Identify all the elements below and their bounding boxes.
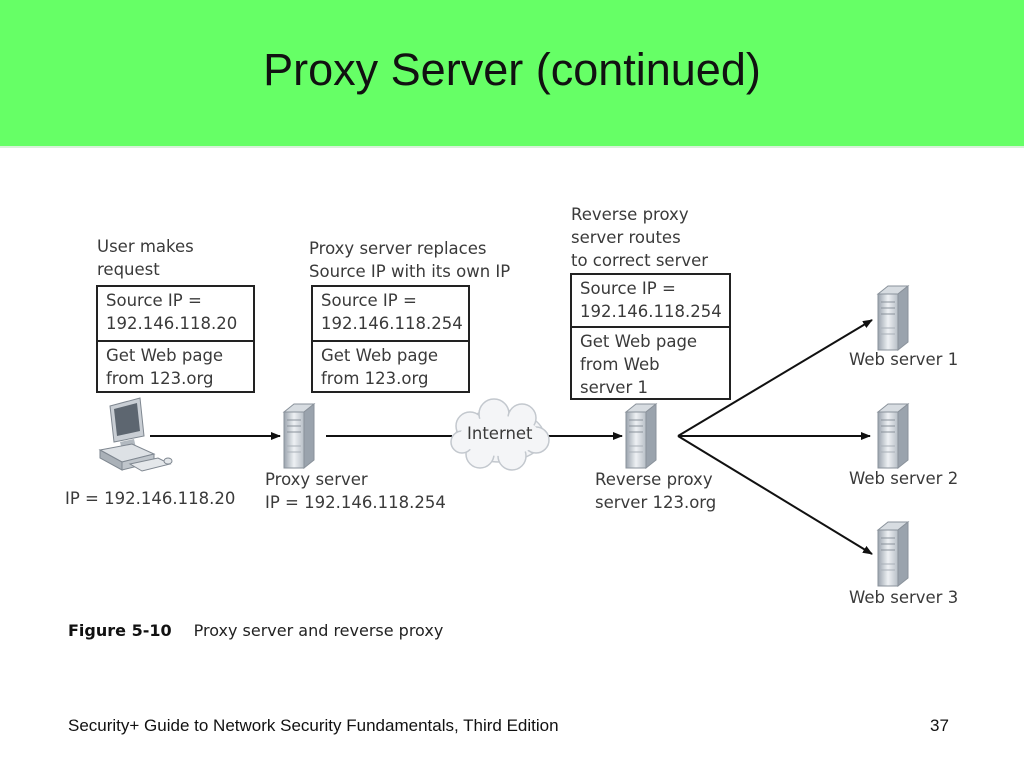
figure-caption-text: Proxy server and reverse proxy <box>193 621 444 640</box>
packet-request-cell: Get Web page from 123.org <box>98 342 253 392</box>
packet-box-proxy: Source IP = 192.146.118.254 Get Web page… <box>311 285 470 393</box>
note-reverse: Reverse proxy server routes to correct s… <box>571 203 708 272</box>
arrow-reverse-to-web3 <box>677 435 873 555</box>
note-reverse-line: to correct server <box>571 251 709 270</box>
page-number: 37 <box>930 716 949 735</box>
packet-text: server 1 <box>580 378 648 397</box>
desktop-computer-icon <box>98 397 173 472</box>
packet-text: from 123.org <box>106 369 214 388</box>
note-user-line: request <box>97 260 160 279</box>
packet-text: Source IP = <box>580 279 676 298</box>
figure-number: Figure 5-10 <box>68 621 172 640</box>
packet-text: Source IP = <box>321 291 417 310</box>
proxy-server-name: Proxy server <box>265 470 368 489</box>
packet-text: 192.146.118.20 <box>106 314 238 333</box>
web-server-3-label: Web server 3 <box>849 588 959 607</box>
packet-source-cell: Source IP = 192.146.118.20 <box>98 287 253 342</box>
note-user: User makes request <box>97 235 194 281</box>
proxy-server-icon <box>283 403 315 469</box>
web-server-1-icon <box>877 285 909 351</box>
packet-text: Get Web page <box>321 346 439 365</box>
web-server-2-icon <box>877 403 909 469</box>
cloud-icon <box>450 398 550 471</box>
reverse-proxy-name: Reverse proxy <box>595 470 713 489</box>
reverse-proxy-server-icon <box>625 403 657 469</box>
title-bar: Proxy Server (continued) <box>0 0 1024 148</box>
packet-box-user: Source IP = 192.146.118.20 Get Web page … <box>96 285 255 393</box>
packet-source-cell: Source IP = 192.146.118.254 <box>572 275 729 328</box>
packet-text: Source IP = <box>106 291 202 310</box>
proxy-server-label: Proxy server IP = 192.146.118.254 <box>265 468 446 514</box>
packet-text: 192.146.118.254 <box>580 302 722 321</box>
web-server-1-label: Web server 1 <box>849 350 959 369</box>
packet-box-reverse: Source IP = 192.146.118.254 Get Web page… <box>570 273 731 400</box>
note-user-line: User makes <box>97 237 194 256</box>
client-ip-label: IP = 192.146.118.20 <box>65 489 236 508</box>
proxy-server-ip: IP = 192.146.118.254 <box>265 493 446 512</box>
packet-request-cell: Get Web page from Web server 1 <box>572 328 729 401</box>
note-reverse-line: server routes <box>571 228 681 247</box>
note-proxy-line: Source IP with its own IP <box>309 262 511 281</box>
packet-text: from 123.org <box>321 369 429 388</box>
figure-caption: Figure 5-10 Proxy server and reverse prox… <box>68 621 443 640</box>
slide-title: Proxy Server (continued) <box>263 44 761 95</box>
note-reverse-line: Reverse proxy <box>571 205 689 224</box>
reverse-proxy-label: Reverse proxy server 123.org <box>595 468 716 514</box>
reverse-proxy-host: server 123.org <box>595 493 717 512</box>
internet-label: Internet <box>467 424 533 443</box>
web-server-2-label: Web server 2 <box>849 469 959 488</box>
packet-text: 192.146.118.254 <box>321 314 463 333</box>
arrow-reverse-to-web1 <box>677 319 873 437</box>
note-proxy: Proxy server replaces Source IP with its… <box>309 237 510 283</box>
packet-text: from Web <box>580 355 660 374</box>
note-proxy-line: Proxy server replaces <box>309 239 487 258</box>
packet-source-cell: Source IP = 192.146.118.254 <box>313 287 468 342</box>
client-label: IP = 192.146.118.20 <box>65 487 235 510</box>
packet-text: Get Web page <box>580 332 698 351</box>
packet-request-cell: Get Web page from 123.org <box>313 342 468 392</box>
packet-text: Get Web page <box>106 346 224 365</box>
web-server-3-icon <box>877 521 909 587</box>
slide-footer: Security+ Guide to Network Security Fund… <box>68 716 559 735</box>
